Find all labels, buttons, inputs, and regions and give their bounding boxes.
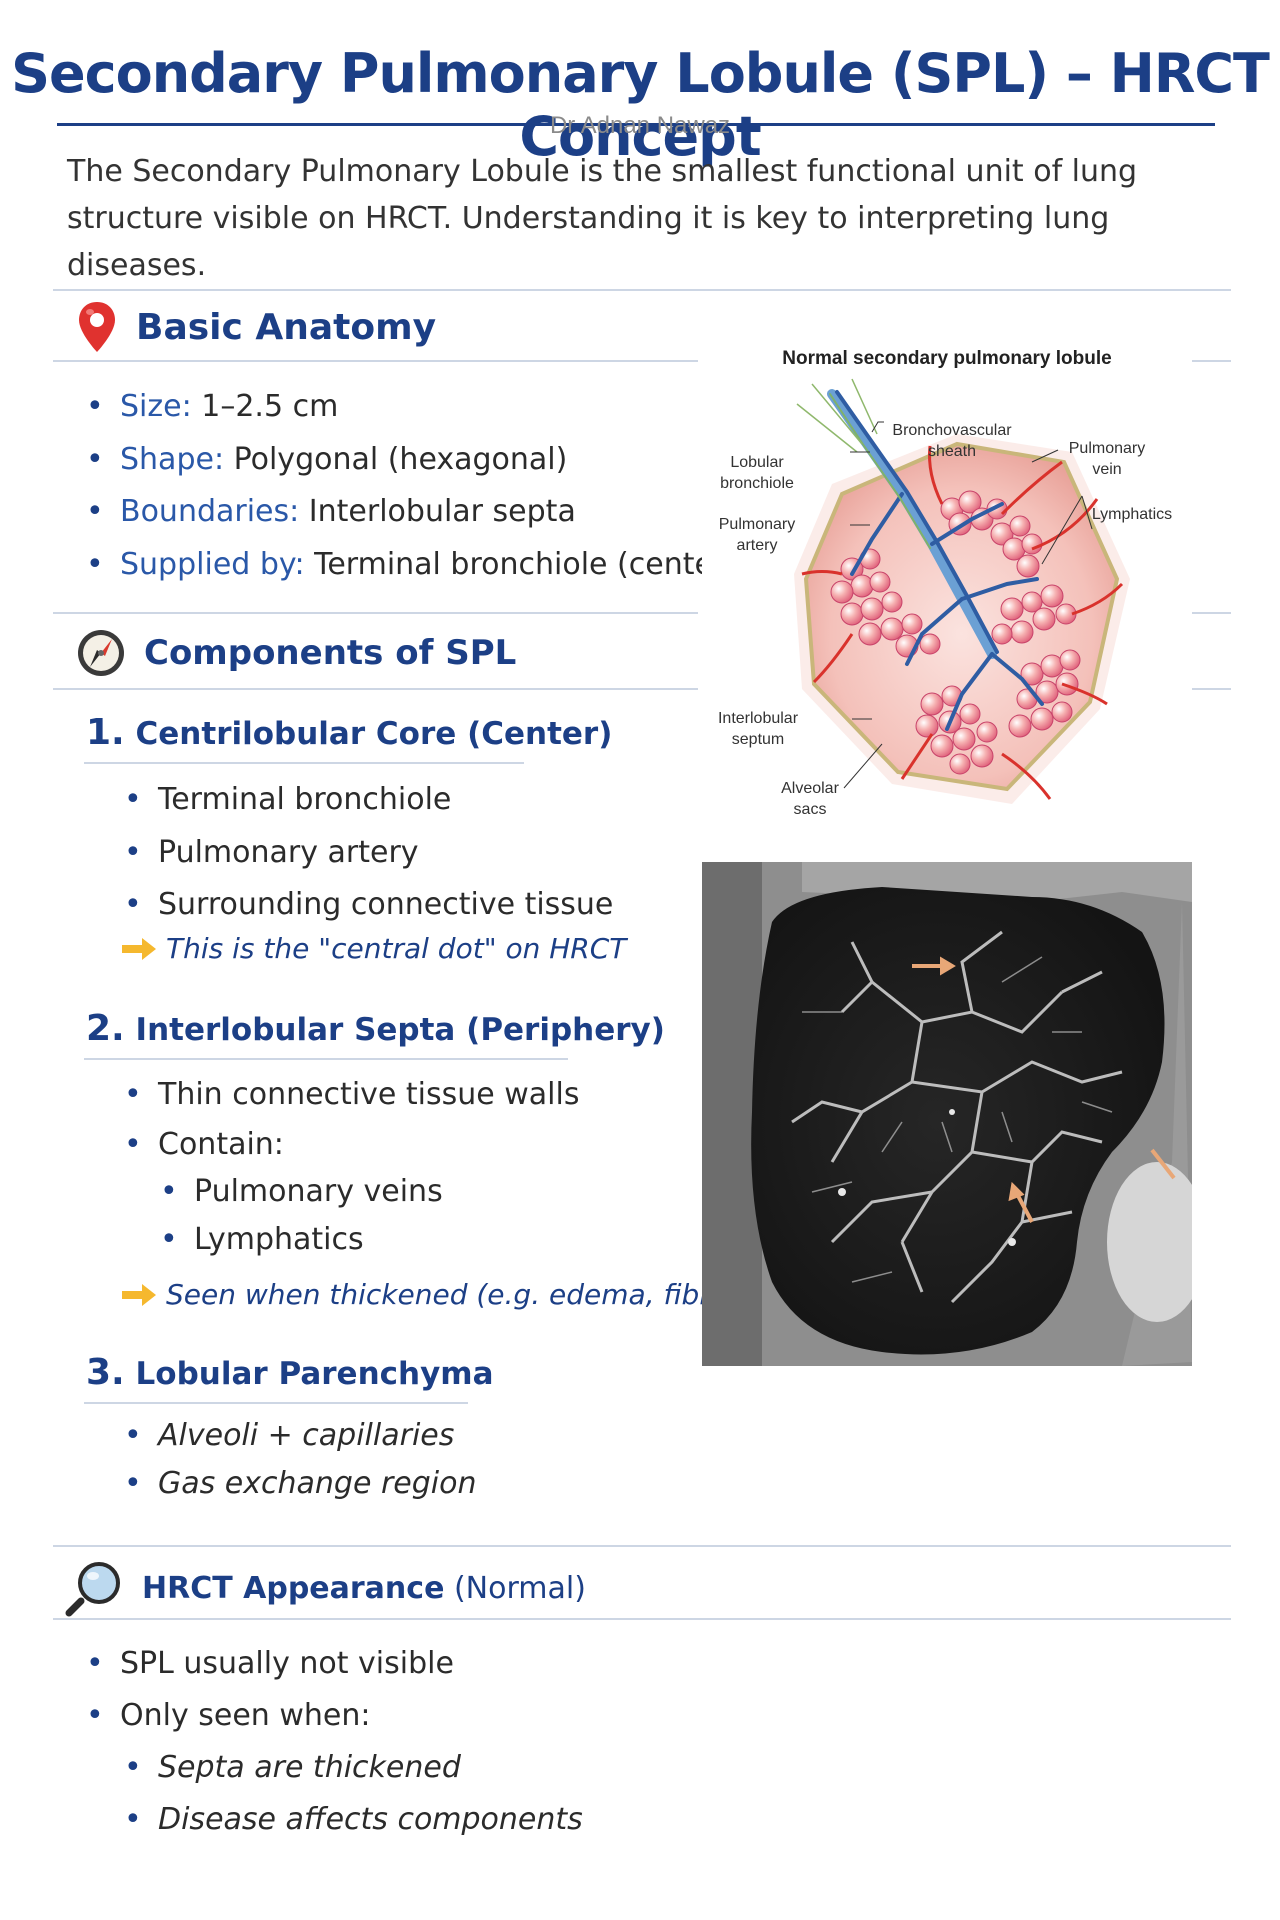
list-item: Lymphatics: [160, 1216, 443, 1264]
section-divider: [53, 688, 698, 690]
septa-sublist: Pulmonary veins Lymphatics: [160, 1168, 443, 1264]
section-divider: [53, 289, 1231, 291]
hrct-list: SPL usually not visible Only seen when:: [86, 1638, 454, 1742]
list-item: Alveoli + capillaries: [124, 1412, 477, 1460]
list-item: SPL usually not visible: [86, 1638, 454, 1690]
section-label: Components of SPL: [144, 633, 517, 673]
author-credit: Dr Adnan Nawaz: [549, 112, 731, 139]
section-divider: [1192, 612, 1231, 614]
label-lobular-bronchiole: Lobular bronchiole: [720, 454, 794, 492]
list-item: Septa are thickened: [124, 1742, 583, 1794]
septa-title: 2. Interlobular Septa (Periphery): [86, 1008, 665, 1049]
septa-list: Thin connective tissue walls Contain:: [124, 1070, 579, 1170]
label-interlobular-septum: Interlobular septum: [717, 710, 799, 748]
core-note: This is the "central dot" on HRCT: [122, 932, 626, 965]
title-divider: [57, 123, 1215, 126]
page-title: Secondary Pulmonary Lobule (SPL) – HRCT …: [11, 42, 1270, 168]
list-item: Pulmonary artery: [124, 827, 613, 880]
section-divider: [53, 1545, 1231, 1547]
parenchyma-list: Alveoli + capillaries Gas exchange regio…: [124, 1412, 477, 1508]
section-label: HRCT Appearance: [142, 1570, 445, 1606]
label-lymphatics: Lymphatics: [1091, 506, 1173, 523]
label-bronchovascular-sheath: Bronchovascular sheath: [892, 422, 1012, 460]
section-divider: [1192, 360, 1231, 362]
label-alveolar-sacs: Alveolar sacs: [781, 780, 839, 818]
arrow-right-icon: [122, 1283, 156, 1306]
list-item: Size: 1–2.5 cm: [86, 381, 737, 434]
lobule-illustration: [794, 378, 1130, 804]
list-item: Boundaries: Interlobular septa: [86, 486, 737, 539]
list-item: Terminal bronchiole: [124, 774, 613, 827]
map-pin-icon: [79, 302, 115, 352]
anatomy-list: Size: 1–2.5 cm Shape: Polygonal (hexagon…: [86, 381, 737, 591]
list-item: Thin connective tissue walls: [124, 1070, 579, 1120]
diagram-title: Normal secondary pulmonary lobule: [782, 348, 1112, 369]
compass-icon: [78, 630, 124, 676]
list-item: Only seen when:: [86, 1690, 454, 1742]
section-divider: [53, 612, 698, 614]
core-title: 1. Centrilobular Core (Center): [86, 712, 613, 753]
intro-paragraph: The Secondary Pulmonary Lobule is the sm…: [67, 154, 1138, 283]
hrct-heading: HRCT Appearance (Normal): [64, 1558, 586, 1618]
core-list: Terminal bronchiole Pulmonary artery Sur…: [124, 774, 613, 932]
list-item: Shape: Polygonal (hexagonal): [86, 434, 737, 487]
list-item: Supplied by: Terminal bronchiole (center…: [86, 539, 737, 592]
lobule-diagram: Normal secondary pulmonary lobule: [702, 334, 1192, 852]
hrct-image: [702, 862, 1192, 1366]
section-label: Basic Anatomy: [136, 306, 437, 348]
section-divider: [1192, 688, 1231, 690]
ct-scan-illustration: [702, 862, 1192, 1366]
list-item: Contain:: [124, 1120, 579, 1170]
section-divider: [53, 360, 698, 362]
components-heading: Components of SPL: [76, 628, 516, 678]
list-item: Pulmonary veins: [160, 1168, 443, 1216]
list-item: Gas exchange region: [124, 1460, 477, 1508]
basic-anatomy-heading: Basic Anatomy: [76, 300, 436, 354]
section-label-suffix: (Normal): [444, 1570, 586, 1606]
subsection-divider: [84, 1402, 468, 1404]
arrow-right-icon: [122, 937, 156, 960]
magnifier-icon: [65, 1562, 120, 1617]
septa-note: Seen when thickened (e.g. edema, fibrosi…: [122, 1278, 776, 1311]
hrct-sublist: Septa are thickened Disease affects comp…: [124, 1742, 583, 1846]
parenchyma-title: 3. Lobular Parenchyma: [86, 1352, 494, 1393]
subsection-divider: [84, 1058, 568, 1060]
list-item: Surrounding connective tissue: [124, 879, 613, 932]
subsection-divider: [84, 762, 524, 764]
list-item: Disease affects components: [124, 1794, 583, 1846]
section-divider: [53, 1618, 1231, 1620]
label-pulmonary-artery: Pulmonary artery: [718, 516, 796, 554]
label-pulmonary-vein: Pulmonary vein: [1068, 440, 1146, 478]
